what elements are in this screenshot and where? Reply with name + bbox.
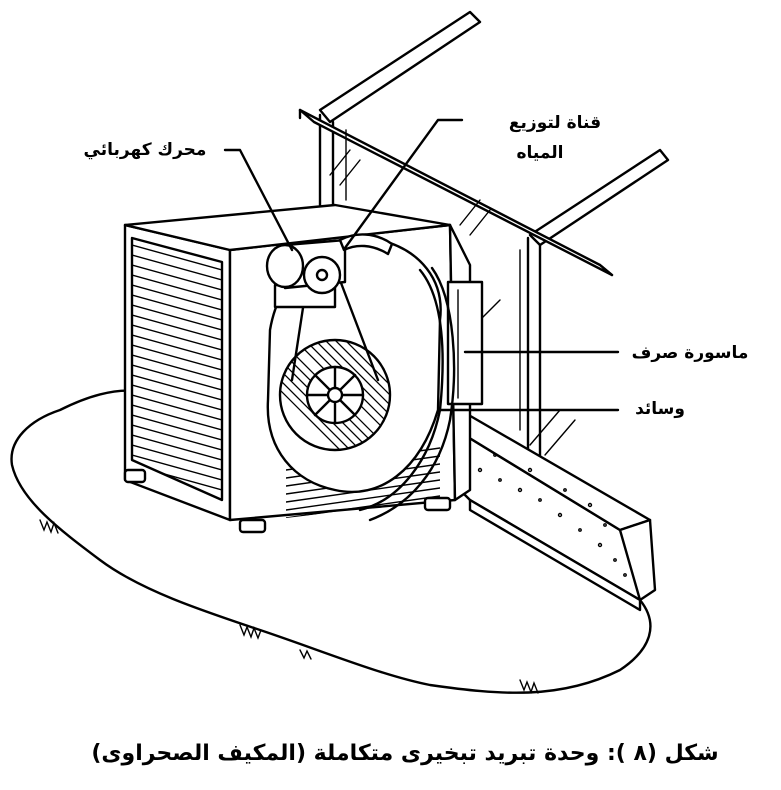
window-sill (438, 408, 657, 612)
glass-reflections (329, 149, 576, 456)
label-electric-motor: محرك كهربائي (84, 140, 207, 160)
label-water-distribution-channel: قناة لتوزيع (509, 113, 601, 133)
water-distribution-trough (338, 233, 394, 256)
label-pads: وسائد (635, 399, 685, 419)
figure-caption: شكل (٨ ): وحدة تبريد تبخيرى متكاملة (الم… (91, 741, 718, 766)
ground-texture (39, 519, 539, 695)
label-drain-pipe: ماسورة صرف (632, 343, 749, 363)
drain-pipe-body (446, 280, 484, 406)
label-water-distribution-channel-line2: المياه (517, 143, 564, 163)
leader-lines (223, 118, 620, 412)
electric-motor (265, 238, 347, 309)
window-frame (298, 10, 670, 472)
fan-wheel (278, 338, 392, 452)
left-grille-louvers (132, 244, 222, 491)
